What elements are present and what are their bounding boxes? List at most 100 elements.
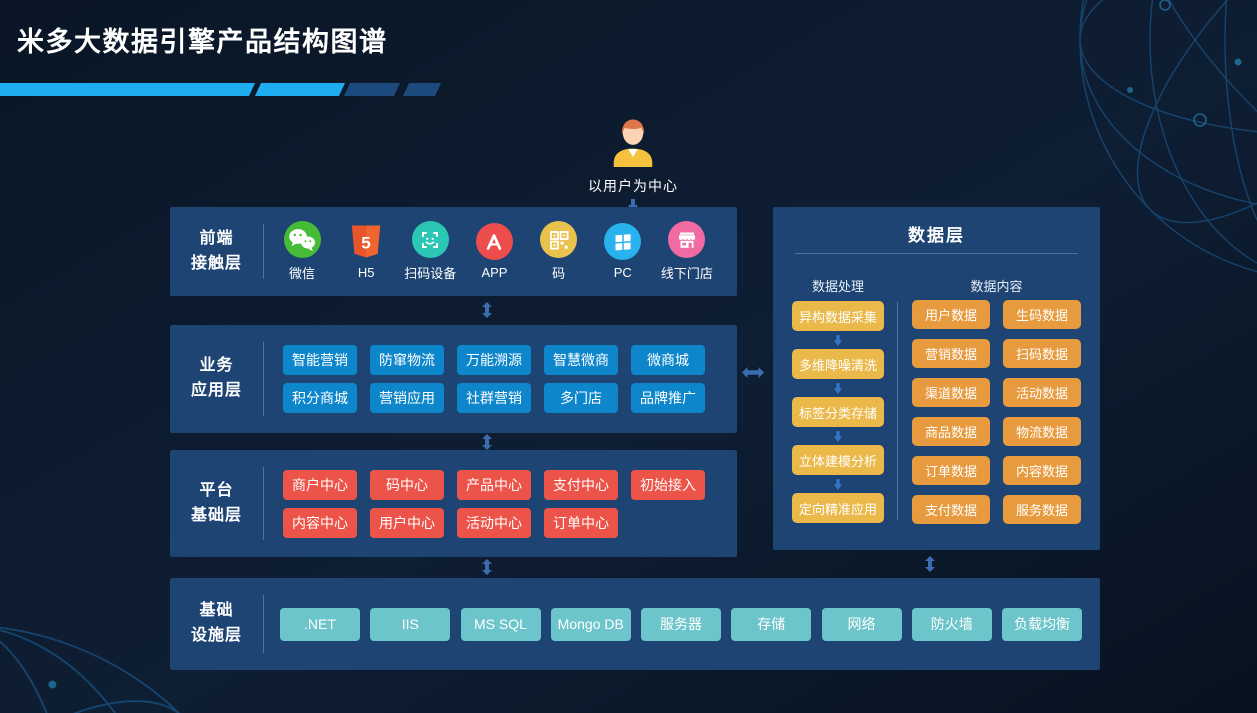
processing-step: 标签分类存储 xyxy=(792,397,884,427)
html5-icon: 5 xyxy=(348,223,385,260)
business-node: 品牌推广 xyxy=(631,383,705,413)
channel-wechat: 微信 xyxy=(274,221,330,282)
arrow-down-icon xyxy=(833,334,843,346)
arrow-vertical-icon xyxy=(482,302,492,318)
user-center-block: 以用户为中心 xyxy=(563,112,703,217)
business-node: 微商城 xyxy=(631,345,705,375)
channel-label: APP xyxy=(481,265,508,280)
channel-code: 码 xyxy=(531,221,587,282)
stripe-bar xyxy=(343,83,401,96)
business-layer-label: 业务 应用层 xyxy=(190,357,242,399)
frontend-layer-panel: 前端 接触层 微信 xyxy=(170,207,737,296)
qr-code-icon xyxy=(540,221,578,258)
scan-device-icon xyxy=(411,221,449,258)
divider xyxy=(263,342,264,416)
data-layer-panel: 数据层 数据处理 数据内容 异构数据采集 多维降噪清洗 标签分类存储 立体建模分… xyxy=(773,207,1100,550)
page-title: 米多大数据引擎产品结构图谱 xyxy=(17,27,388,57)
platform-node: 支付中心 xyxy=(544,469,618,500)
data-node: 物流数据 xyxy=(1003,417,1081,446)
infra-node: 服务器 xyxy=(641,607,721,641)
platform-node: 订单中心 xyxy=(544,507,618,538)
divider xyxy=(263,224,264,279)
business-node: 防窜物流 xyxy=(370,345,444,375)
data-node: 渠道数据 xyxy=(912,378,990,407)
platform-node: 商户中心 xyxy=(283,469,357,500)
frontend-layer-label: 前端 接触层 xyxy=(190,229,242,272)
divider xyxy=(263,467,264,540)
data-node: 扫码数据 xyxy=(1003,339,1081,368)
platform-node: 用户中心 xyxy=(370,507,444,538)
wechat-icon xyxy=(283,221,321,258)
infra-node: IIS xyxy=(370,607,451,641)
arrow-down-icon xyxy=(628,199,638,212)
windows-icon xyxy=(604,223,642,260)
platform-node: 初始接入 xyxy=(631,469,705,500)
infra-node: 网络 xyxy=(821,607,902,641)
data-node: 商品数据 xyxy=(912,417,990,446)
data-node: 用户数据 xyxy=(912,300,990,329)
data-node: 订单数据 xyxy=(912,456,990,485)
arrow-vertical-icon xyxy=(482,434,492,450)
channel-pc: PC xyxy=(595,223,651,280)
processing-step: 立体建模分析 xyxy=(792,445,884,475)
infra-node: MS SQL xyxy=(460,607,541,641)
business-node: 智能营销 xyxy=(283,345,357,375)
platform-node: 产品中心 xyxy=(457,469,531,500)
platform-row: 商户中心 码中心 产品中心 支付中心 初始接入 xyxy=(283,469,705,500)
infra-node: Mongo DB xyxy=(550,607,631,641)
user-icon xyxy=(613,119,653,167)
stripe-bar xyxy=(254,83,346,96)
data-node: 生码数据 xyxy=(1003,300,1081,329)
channel-label: PC xyxy=(613,265,632,280)
platform-layer-panel: 平台 基础层 商户中心 码中心 产品中心 支付中心 初始接入 内容中心 用户中心… xyxy=(170,450,737,557)
data-node: 内容数据 xyxy=(1003,456,1081,485)
data-content-grid: 用户数据 生码数据 营销数据 扫码数据 渠道数据 活动数据 商品数据 物流数据 … xyxy=(912,300,1081,524)
processing-step: 多维降噪清洗 xyxy=(792,349,884,379)
business-row: 智能营销 防窜物流 万能溯源 智慧微商 微商城 xyxy=(283,345,705,375)
data-processing-flow: 异构数据采集 多维降噪清洗 标签分类存储 立体建模分析 定向精准应用 xyxy=(792,301,884,523)
divider xyxy=(897,302,898,520)
data-node: 营销数据 xyxy=(912,339,990,368)
arrow-horizontal-icon xyxy=(742,367,764,378)
data-node: 活动数据 xyxy=(1003,378,1081,407)
infra-row: .NET IIS MS SQL Mongo DB 服务器 存储 网络 防火墙 负… xyxy=(280,578,1082,670)
infra-node: .NET xyxy=(280,607,360,641)
platform-node: 活动中心 xyxy=(457,507,531,538)
business-node: 万能溯源 xyxy=(457,345,531,375)
title-stripe-decoration xyxy=(0,83,1257,96)
processing-step: 定向精准应用 xyxy=(792,493,884,523)
data-node: 支付数据 xyxy=(912,495,990,524)
storefront-icon xyxy=(668,221,706,258)
infra-layer-label: 基础 设施层 xyxy=(190,602,242,644)
channel-label: 线下门店 xyxy=(660,266,713,281)
data-processing-heading: 数据处理 xyxy=(811,279,864,294)
channel-app: APP xyxy=(466,223,522,280)
svg-text:5: 5 xyxy=(361,234,370,253)
processing-step: 异构数据采集 xyxy=(792,301,884,331)
business-row: 积分商城 营销应用 社群营销 多门店 品牌推广 xyxy=(283,383,705,413)
business-layer-panel: 业务 应用层 智能营销 防窜物流 万能溯源 智慧微商 微商城 积分商城 营销应用… xyxy=(170,325,737,433)
infra-node: 负载均衡 xyxy=(1002,607,1082,641)
arrow-vertical-icon xyxy=(482,559,492,575)
business-node: 社群营销 xyxy=(457,383,531,413)
channel-offline-store: 线下门店 xyxy=(659,221,715,282)
arrow-vertical-icon xyxy=(925,556,935,572)
infra-node: 存储 xyxy=(731,607,812,641)
channel-label: H5 xyxy=(357,265,375,280)
infra-layer-panel: 基础 设施层 .NET IIS MS SQL Mongo DB 服务器 存储 网… xyxy=(170,578,1100,670)
business-node: 营销应用 xyxy=(370,383,444,413)
channel-h5: 5 H5 xyxy=(338,223,394,280)
data-node: 服务数据 xyxy=(1003,495,1081,524)
channel-label: 码 xyxy=(552,266,566,281)
arrow-down-icon xyxy=(833,430,843,442)
divider xyxy=(263,595,264,653)
channel-scan-device: 扫码设备 xyxy=(402,221,458,282)
arrow-down-icon xyxy=(833,382,843,394)
stripe-bar xyxy=(0,83,256,96)
divider xyxy=(795,253,1078,254)
business-node: 智慧微商 xyxy=(544,345,618,375)
user-center-label: 以用户为中心 xyxy=(588,178,678,194)
infra-node: 防火墙 xyxy=(911,607,992,641)
data-content-heading: 数据内容 xyxy=(970,279,1023,294)
